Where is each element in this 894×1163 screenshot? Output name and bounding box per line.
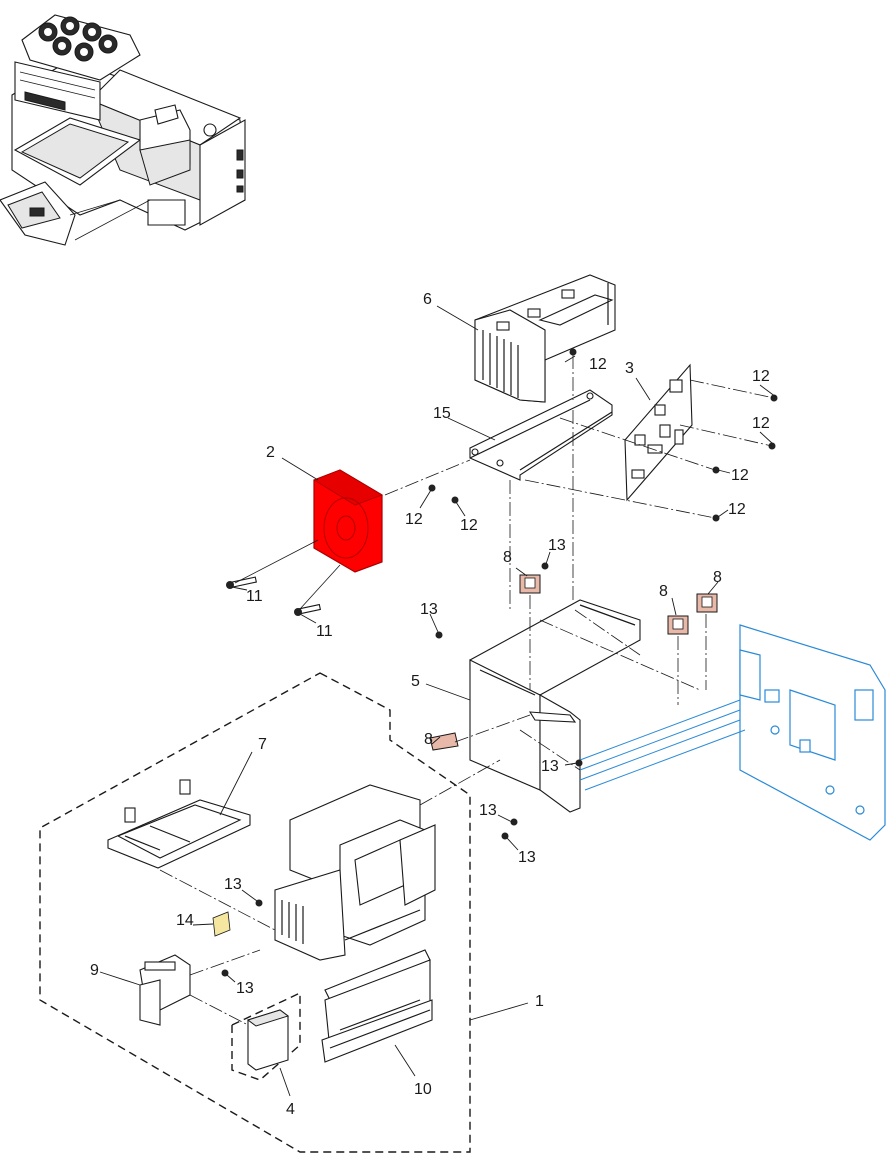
callout-4: 4 [286,1101,295,1118]
callout-8-a: 8 [503,549,512,566]
callout-13-b: 13 [420,601,438,618]
callout-13-g: 13 [236,980,254,997]
part-1-unit [274,784,436,961]
part-5-frame [469,599,641,813]
callout-13-e: 13 [518,849,536,866]
part-2-fan-highlighted [313,469,383,573]
reference-side-frame [579,624,886,841]
leader-lines [99,305,777,1097]
callout-5: 5 [411,673,420,690]
callout-7: 7 [258,736,267,753]
callout-6: 6 [423,291,432,308]
callout-2: 2 [266,444,275,461]
callout-8-c: 8 [713,569,722,586]
part-14-label [212,911,231,937]
callout-12-e: 12 [728,501,746,518]
callout-13-c: 13 [541,758,559,775]
assembly-1-boundary [39,672,471,1153]
callout-1: 1 [535,993,544,1010]
callout-labels: 6 15 2 3 12 12 12 12 12 12 12 11 11 8 13… [90,291,770,1118]
duct-grille [482,330,519,398]
unit-vents [281,900,304,944]
callout-11-a: 11 [246,588,263,605]
assembly-lines [159,355,775,1026]
ink-cartridge-icons [38,16,118,62]
part-3-pcb [624,363,693,502]
part-8-brackets [429,574,718,751]
part-4-block [246,1009,290,1071]
part-15-bracket [469,389,613,481]
callout-13-f: 13 [224,876,242,893]
callout-12-b: 12 [752,368,770,385]
callout-14: 14 [176,912,194,929]
part-9-holder [139,954,191,1026]
callout-13-a: 13 [548,537,566,554]
part-10-rail [321,949,433,1063]
callout-15: 15 [433,405,451,422]
callout-8-d: 8 [424,731,433,748]
callout-9: 9 [90,962,99,979]
part-6-duct [474,274,616,403]
callout-12-a: 12 [589,356,607,373]
printer-overview-illustration [0,14,246,246]
callout-12-c: 12 [752,415,770,432]
callout-12-g: 12 [460,517,478,534]
callout-10: 10 [414,1081,432,1098]
part-7-cover [107,779,251,869]
callout-12-d: 12 [731,467,749,484]
callout-3: 3 [625,360,634,377]
callout-13-d: 13 [479,802,497,819]
screws [221,348,778,977]
callout-12-f: 12 [405,511,423,528]
callout-8-b: 8 [659,583,668,600]
callout-11-b: 11 [316,623,333,640]
